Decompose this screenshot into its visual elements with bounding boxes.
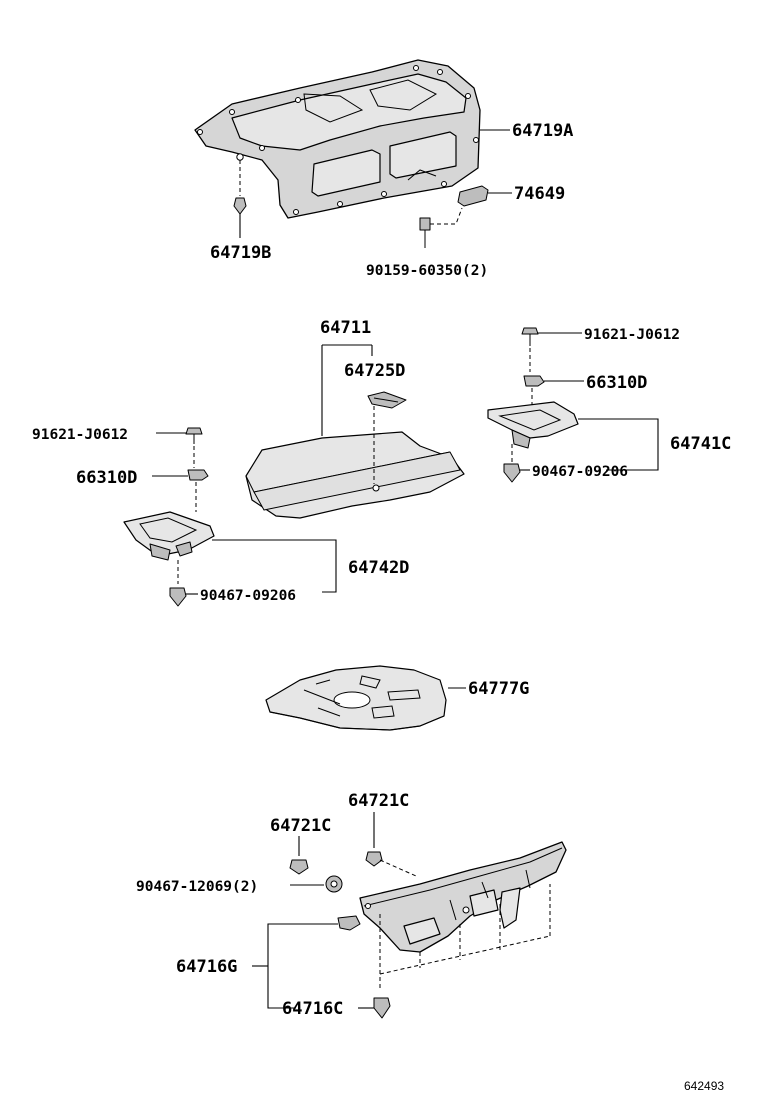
label-90467-12069: 90467-12069(2) [136, 879, 258, 895]
label-90467-09206-right: 90467-09206 [532, 464, 628, 480]
label-66310D-left: 66310D [76, 468, 137, 488]
label-64741C: 64741C [670, 434, 731, 454]
clip-64725D-illustration [367, 391, 407, 484]
label-64711: 64711 [320, 318, 371, 338]
label-64719B: 64719B [210, 243, 271, 263]
floor-board-illustration [245, 431, 465, 519]
bracket-64742D-illustration [123, 511, 215, 561]
label-91621-J0612-left: 91621-J0612 [32, 427, 128, 443]
nut-90467-12069-illustration [325, 875, 343, 893]
label-64721C-top: 64721C [348, 791, 409, 811]
clip-90467-09206-right-illustration [503, 444, 530, 483]
clip-64721C-left-illustration [289, 859, 309, 875]
screw-90159-60350-illustration [419, 207, 463, 248]
label-74649: 74649 [514, 184, 565, 204]
floor-mat-64777G-illustration [265, 665, 447, 731]
bolt-91621-J0612-left-illustration [156, 427, 203, 468]
label-64719A: 64719A [512, 121, 573, 141]
bracket-64741C-illustration [487, 401, 579, 449]
label-64716C: 64716C [282, 999, 343, 1019]
label-64725D: 64725D [344, 361, 405, 381]
diagram-reference-number: 642493 [684, 1079, 724, 1093]
clip-64716C-illustration [373, 997, 391, 1019]
tab-64716G-illustration [337, 915, 361, 931]
label-64777G: 64777G [468, 679, 529, 699]
label-66310D-right: 66310D [586, 373, 647, 393]
label-64721C-left: 64721C [270, 816, 331, 836]
label-64716G: 64716G [176, 957, 237, 977]
handle-74649-illustration [457, 185, 512, 207]
trunk-lid-liner-illustration [194, 59, 481, 219]
label-90159-60350: 90159-60350(2) [366, 263, 488, 279]
bolt-91621-J0612-right-illustration [521, 327, 582, 372]
rear-trim-64716G-illustration [359, 841, 567, 953]
clip-64721C-top-illustration [365, 851, 417, 877]
clip-90467-09206-left-illustration [169, 560, 198, 607]
label-90467-09206-left: 90467-09206 [200, 588, 296, 604]
nut-66310D-right-illustration [523, 375, 584, 412]
label-64742D: 64742D [348, 558, 409, 578]
nut-66310D-left-illustration [152, 469, 209, 512]
clip-64719B-illustration [233, 160, 247, 238]
label-91621-J0612-right: 91621-J0612 [584, 327, 680, 343]
